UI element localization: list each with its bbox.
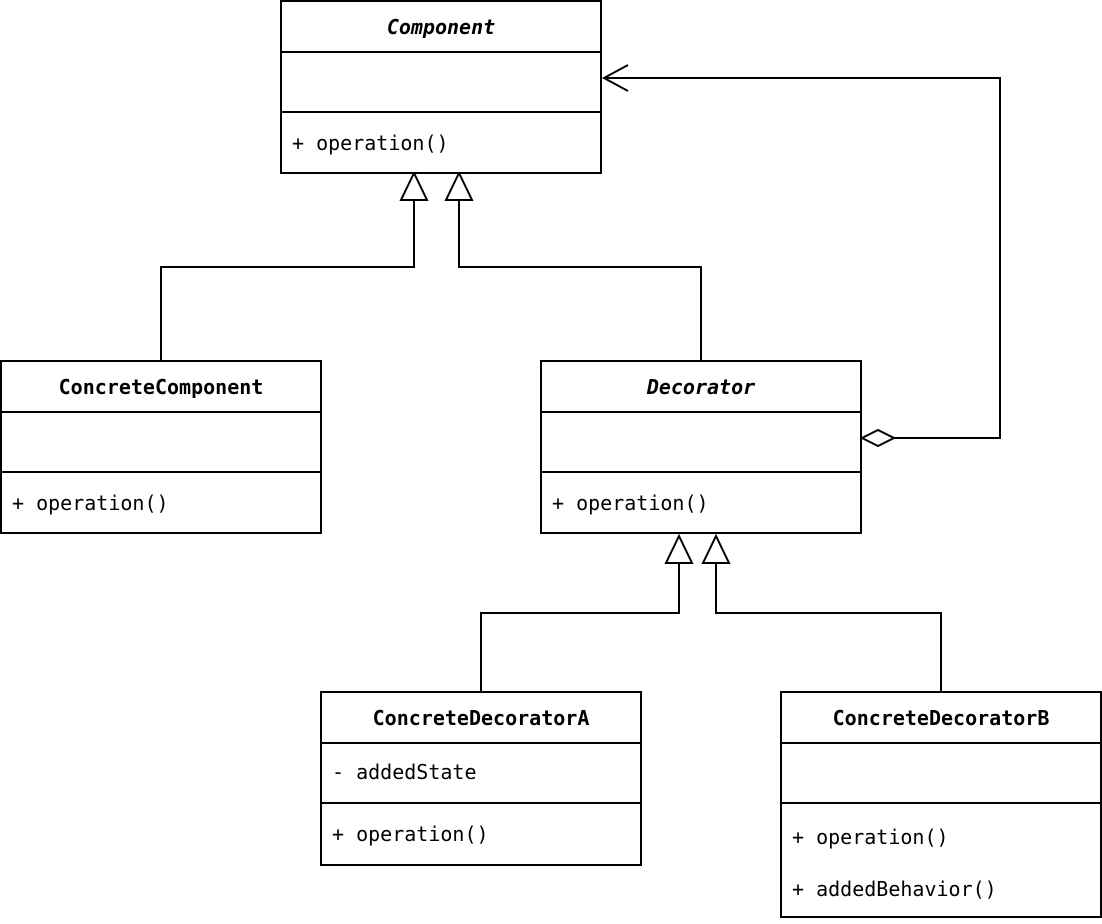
generalization-arrowhead: [701, 533, 731, 564]
operation: + operation(): [12, 491, 169, 515]
attributes-compartment: [282, 53, 600, 113]
attribute: - addedState: [332, 760, 477, 784]
operations-compartment: + operation(): [282, 113, 600, 171]
class-name: Component: [282, 2, 600, 53]
operations-compartment: + operation() + addedBehavior(): [782, 804, 1100, 908]
class-concrete-decorator-a[interactable]: ConcreteDecoratorA - addedState + operat…: [320, 691, 642, 866]
operation: + addedBehavior(): [792, 877, 997, 901]
generalization-concretecomponent-to-component: [160, 170, 429, 360]
class-component[interactable]: Component + operation(): [280, 0, 602, 174]
class-concrete-component[interactable]: ConcreteComponent + operation(): [0, 360, 322, 534]
aggregation-decorator-to-component: [601, 64, 1001, 448]
generalization-arrowhead: [444, 170, 474, 201]
class-decorator[interactable]: Decorator + operation(): [540, 360, 862, 534]
class-concrete-decorator-b[interactable]: ConcreteDecoratorB + operation() + added…: [780, 691, 1102, 918]
operation: + operation(): [792, 825, 949, 849]
class-name: ConcreteDecoratorB: [782, 693, 1100, 744]
operation: + operation(): [332, 822, 489, 846]
attributes-compartment: [782, 744, 1100, 804]
operation: + operation(): [292, 131, 449, 155]
generalization-concretedecoratora-to-decorator: [480, 533, 694, 691]
generalization-arrowhead: [664, 533, 694, 564]
operation: + operation(): [552, 491, 709, 515]
generalization-concretedecoratorb-to-decorator: [701, 533, 942, 691]
generalization-decorator-to-component: [444, 170, 702, 360]
aggregation-diamond: [859, 428, 897, 448]
operations-compartment: + operation(): [2, 473, 320, 531]
open-arrowhead: [601, 64, 629, 92]
attributes-compartment: [2, 413, 320, 473]
class-name: ConcreteComponent: [2, 362, 320, 413]
attributes-compartment: [542, 413, 860, 473]
class-name: Decorator: [542, 362, 860, 413]
operations-compartment: + operation(): [322, 804, 640, 862]
attributes-compartment: - addedState: [322, 744, 640, 804]
class-name: ConcreteDecoratorA: [322, 693, 640, 744]
operations-compartment: + operation(): [542, 473, 860, 531]
generalization-arrowhead: [399, 170, 429, 201]
